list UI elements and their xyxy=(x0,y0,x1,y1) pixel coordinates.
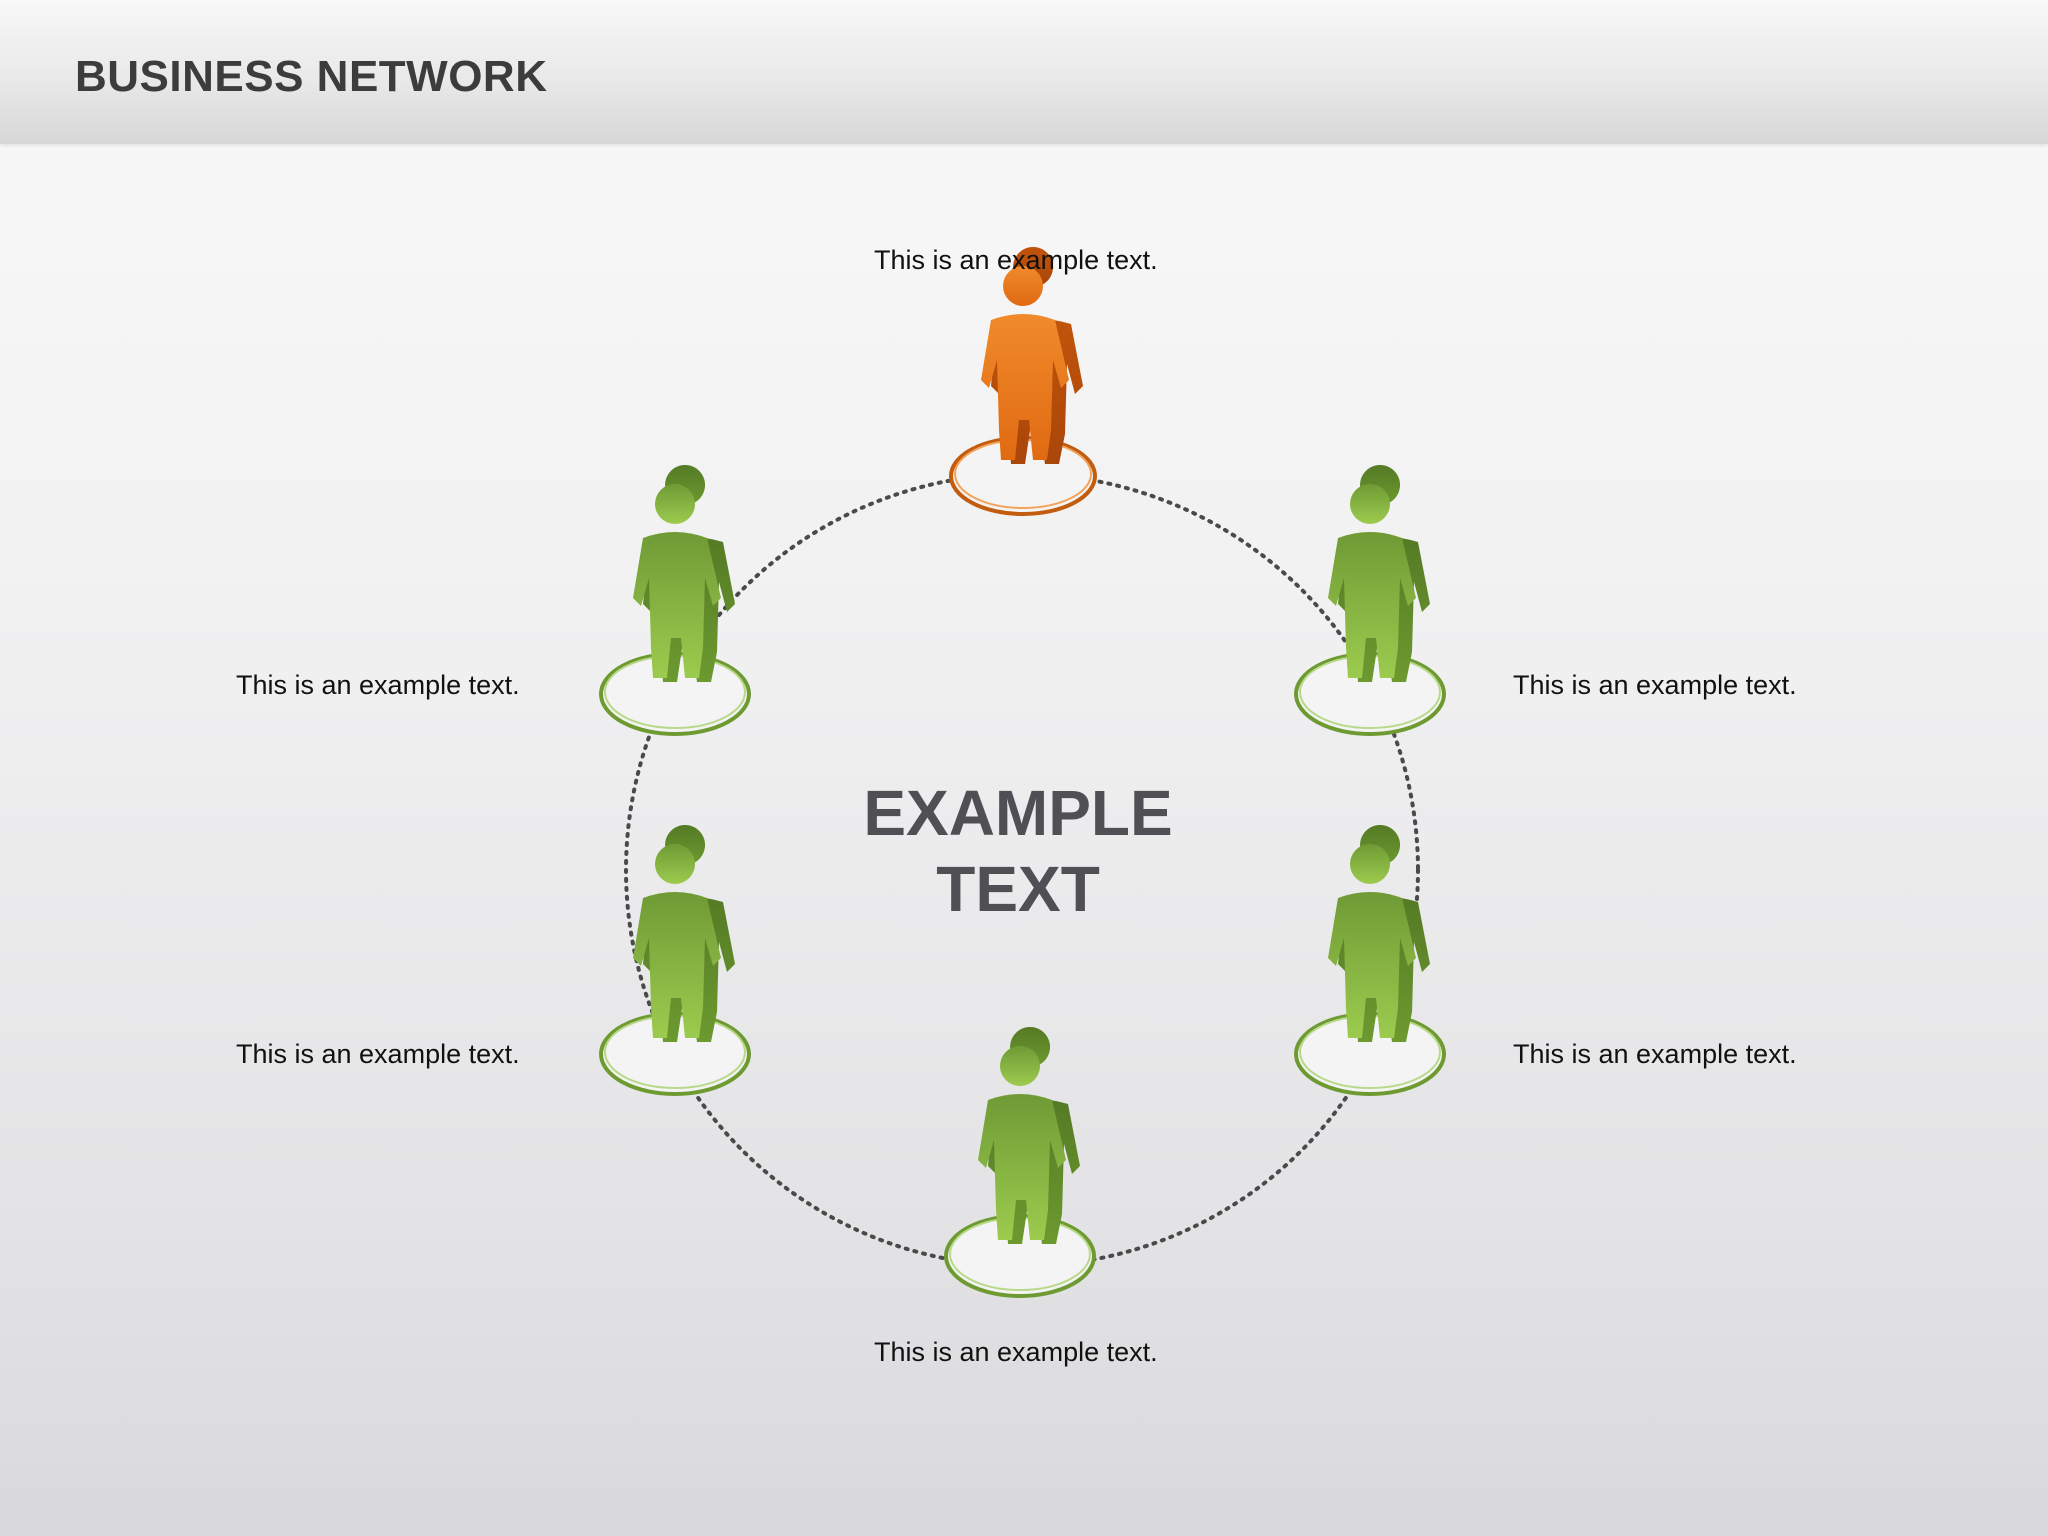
person-icon xyxy=(633,465,735,682)
person-icon xyxy=(1328,825,1430,1042)
person-node-upper-left xyxy=(599,465,751,736)
person-icon xyxy=(633,825,735,1042)
person-icon xyxy=(1328,465,1430,682)
person-node-top xyxy=(949,247,1097,516)
person-node-upper-right xyxy=(1294,465,1446,736)
node-label-upper-left: This is an example text. xyxy=(236,670,520,700)
page-title: BUSINESS NETWORK xyxy=(75,52,548,101)
person-icon xyxy=(978,1027,1080,1244)
person-node-bottom xyxy=(944,1027,1096,1298)
node-label-top: This is an example text. xyxy=(874,245,1158,275)
node-label-lower-right: This is an example text. xyxy=(1513,1039,1797,1069)
person-icon xyxy=(981,247,1083,464)
header-bar: BUSINESS NETWORK xyxy=(0,0,2048,144)
node-label-lower-left: This is an example text. xyxy=(236,1039,520,1069)
center-text: EXAMPLE TEXT xyxy=(818,775,1218,927)
person-node-lower-left xyxy=(599,825,751,1096)
center-text-line2: TEXT xyxy=(936,853,1100,925)
center-text-line1: EXAMPLE xyxy=(863,777,1173,849)
person-node-lower-right xyxy=(1294,825,1446,1096)
node-label-bottom: This is an example text. xyxy=(874,1337,1158,1367)
node-label-upper-right: This is an example text. xyxy=(1513,670,1797,700)
